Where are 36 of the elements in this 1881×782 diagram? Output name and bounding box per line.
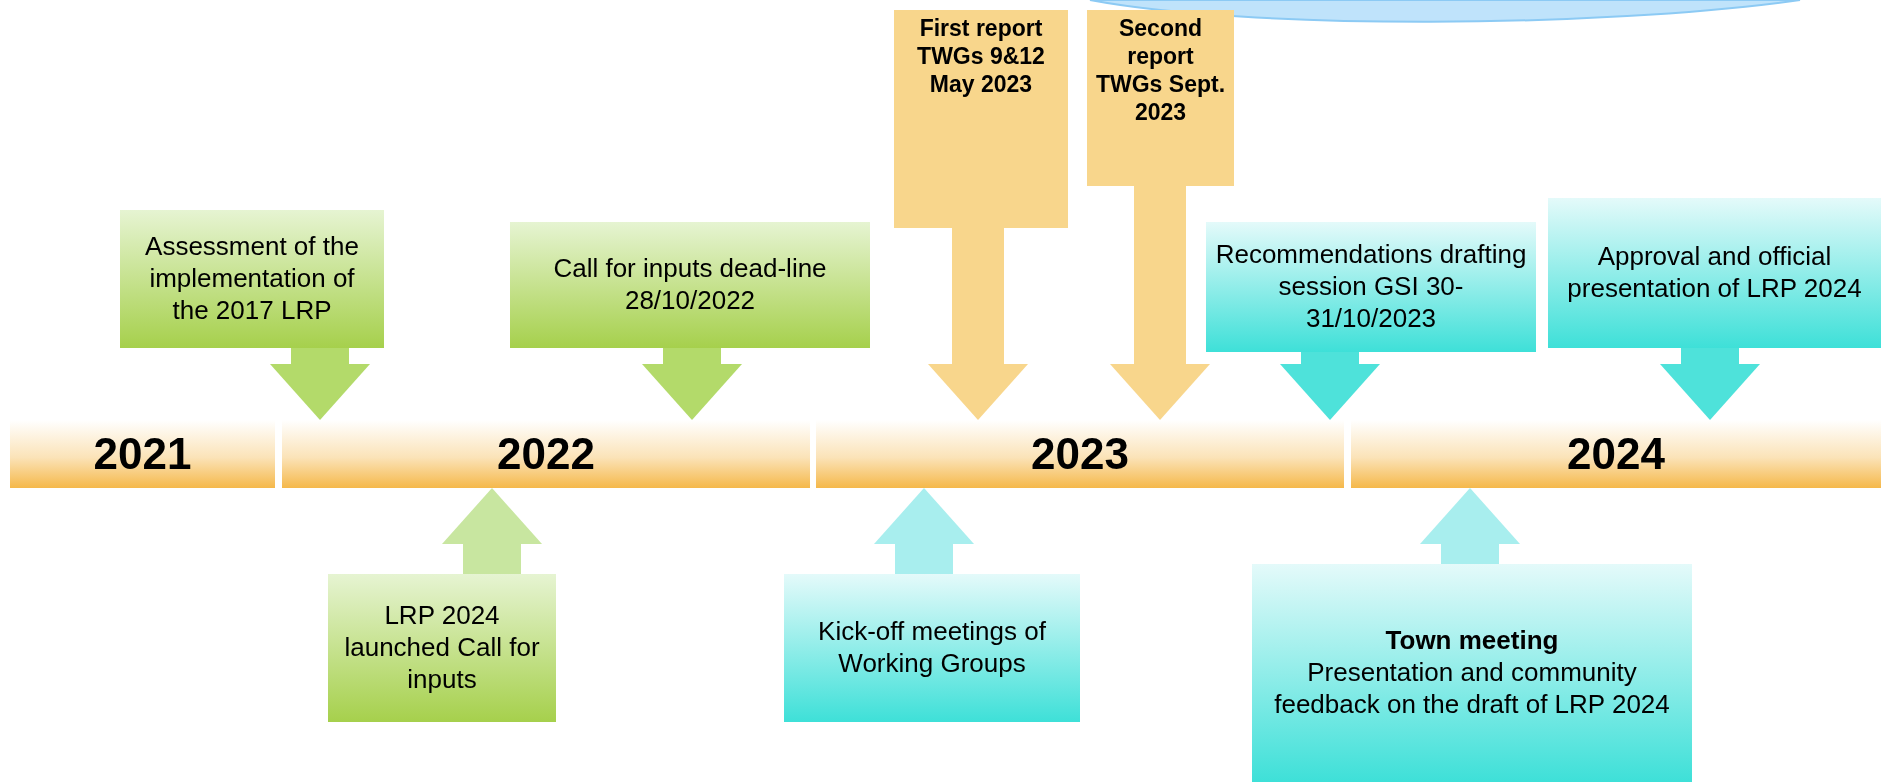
block-arrow <box>270 348 370 420</box>
event-text: Presentation and community feedback on the draft of LRP 2024 <box>1273 657 1671 721</box>
block-arrow <box>442 488 542 574</box>
block-arrow <box>642 348 742 420</box>
event-text: Assessment of the implementation of the 2017 LRP <box>144 231 360 327</box>
event-box <box>510 222 870 348</box>
event-box <box>1548 198 1881 348</box>
event-text: Recommendations drafting session GSI 30-31/10/2023 <box>1214 239 1528 335</box>
block-arrow <box>1110 186 1210 420</box>
event-box <box>1252 564 1692 782</box>
year-label: 2021 <box>93 428 192 481</box>
event-text: Kick-off meetings of Working Groups <box>817 616 1047 680</box>
block-arrow <box>1420 488 1520 564</box>
event-text: LRP 2024 launched Call for inputs <box>343 600 541 696</box>
year-label: 2022 <box>497 428 595 481</box>
year-bar <box>816 420 1344 488</box>
block-arrow <box>1660 348 1760 420</box>
year-bar <box>282 420 810 488</box>
event-box <box>120 210 384 348</box>
event-box <box>784 574 1080 722</box>
event-text: Call for inputs dead-line 28/10/2022 <box>552 253 828 317</box>
event-heading: Town meeting <box>1385 625 1559 658</box>
event-text: Approval and official presentation of LRP 2024 <box>1566 241 1863 305</box>
year-label: 2024 <box>1567 428 1665 481</box>
event-text: First report TWGs 9&12 May 2023 <box>916 14 1046 99</box>
block-arrow <box>1280 352 1380 420</box>
event-box <box>1206 222 1536 352</box>
event-box <box>894 10 1068 228</box>
block-arrow <box>874 488 974 574</box>
year-bar <box>1351 420 1881 488</box>
event-box <box>1087 10 1234 186</box>
event-box <box>328 574 556 722</box>
block-arrow <box>928 228 1028 420</box>
year-label: 2023 <box>1031 428 1129 481</box>
year-bar <box>10 420 275 488</box>
event-text: Second report TWGs Sept. 2023 <box>1095 14 1226 127</box>
